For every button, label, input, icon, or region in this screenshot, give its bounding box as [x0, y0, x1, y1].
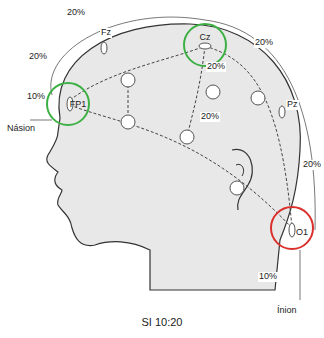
dimension-label: 20% — [200, 112, 220, 122]
caption: SI 10:20 — [142, 316, 183, 328]
dimension-label: 20% — [28, 52, 48, 62]
electrode-circle: FP1 — [46, 82, 90, 126]
electrode-circle: O1 — [270, 206, 314, 250]
dimension-label: 20% — [254, 38, 274, 48]
dimension-label: 20% — [302, 160, 322, 170]
electrode-circle: Cz — [183, 23, 227, 67]
dimension-label: 10% — [258, 272, 278, 282]
electrode-label: FP1 — [70, 100, 87, 109]
dimension-label: 10% — [26, 92, 46, 102]
dimension-label: Pz — [286, 100, 299, 110]
electrode-label: O1 — [296, 228, 308, 237]
electrode-label: Cz — [200, 33, 211, 42]
dimension-label: 20% — [66, 8, 86, 18]
dimension-label: Ínion — [276, 306, 298, 316]
dimension-label: Fz — [100, 28, 112, 38]
dimension-label: Násion — [6, 124, 36, 134]
dimension-label: 20% — [206, 62, 226, 72]
